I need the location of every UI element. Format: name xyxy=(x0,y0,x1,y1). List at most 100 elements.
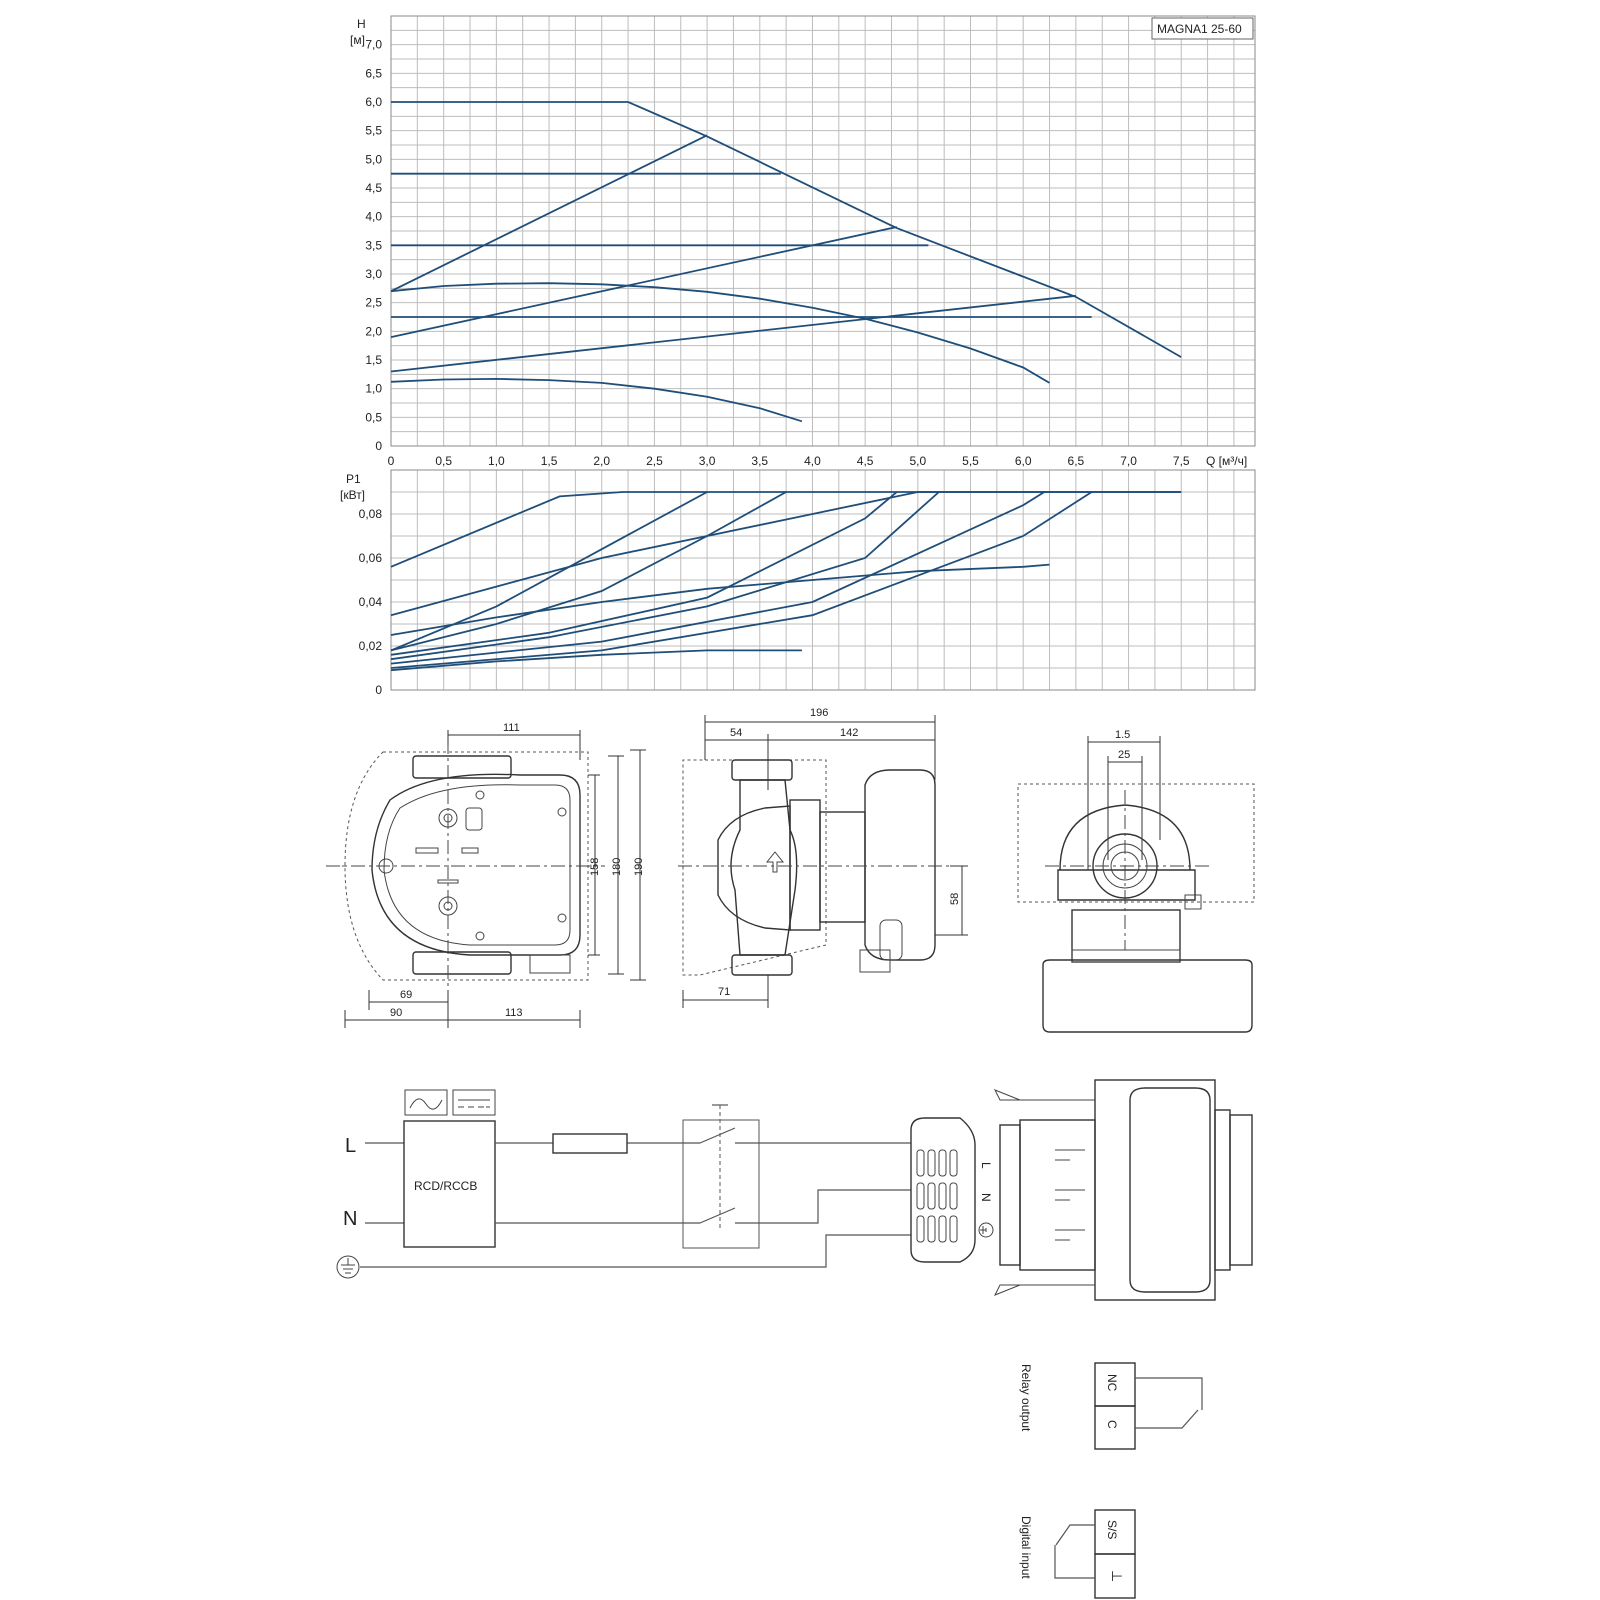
curve-8 xyxy=(390,491,1093,669)
relay-output: Relay output NC C xyxy=(1019,1362,1203,1450)
curve-9 xyxy=(390,377,803,423)
front-dim-69: 69 xyxy=(400,989,412,1001)
head-chart-frame xyxy=(390,15,1256,447)
y-tick-label: 4,0 xyxy=(365,210,382,224)
x-tick-label: 7,0 xyxy=(1120,454,1137,468)
head-axis-label: H xyxy=(357,17,366,31)
plug-grip xyxy=(916,1149,958,1243)
x-tick-label: 0 xyxy=(388,454,395,468)
y-tick-label: 0,08 xyxy=(359,507,383,521)
end-dim-outer: 1.5 xyxy=(1115,729,1130,741)
front-dim-180: 180 xyxy=(611,858,623,876)
head-chart-grid xyxy=(390,15,1255,447)
head-chart-y-ticks: 00,51,01,52,02,53,03,54,04,55,05,56,06,5… xyxy=(365,38,382,453)
pump-side-view: 196 54 142 71 58 xyxy=(678,707,968,1008)
y-tick-label: 2,0 xyxy=(365,324,382,338)
x-tick-label: 4,5 xyxy=(857,454,874,468)
x-tick-label: 5,0 xyxy=(909,454,926,468)
plug-l-label: L xyxy=(979,1162,993,1169)
relay-nc-label: NC xyxy=(1105,1374,1119,1392)
curve-5 xyxy=(390,491,898,656)
model-label-box xyxy=(1151,17,1254,40)
y-tick-label: 1,0 xyxy=(365,382,382,396)
x-tick-label: 0,5 xyxy=(435,454,452,468)
curve-7 xyxy=(390,294,1076,373)
digital-input: Digital input S/S ⊥ xyxy=(1019,1509,1136,1599)
front-dim-190: 190 xyxy=(633,858,645,876)
digital-gnd-label: ⊥ xyxy=(1109,1570,1125,1582)
power-axis-unit: [кВт] xyxy=(340,488,365,502)
curve-5 xyxy=(390,134,708,293)
x-tick-label: 3,5 xyxy=(751,454,768,468)
side-dim-total: 196 xyxy=(810,707,828,719)
x-tick-label: 5,5 xyxy=(962,454,979,468)
line-terminal-label: L xyxy=(345,1135,356,1157)
rcd-label: RCD/RCCB xyxy=(414,1179,477,1193)
x-tick-label: 6,5 xyxy=(1068,454,1085,468)
side-dim-left: 54 xyxy=(730,727,742,739)
flow-axis-label: Q [м³/ч] xyxy=(1206,454,1247,468)
y-tick-label: 0,06 xyxy=(359,551,383,565)
front-dim-113: 113 xyxy=(505,1007,523,1019)
plug-ground-icon xyxy=(978,1222,994,1238)
curve-10 xyxy=(390,649,802,672)
y-tick-label: 4,5 xyxy=(365,181,382,195)
head-flow-chart: 0 0,5 1,0 1,5 2,0 2,5 3,0 3,5 4,0 4,5 5,0 5,5 6,0 6,5… xyxy=(350,15,1256,468)
relay-output-title: Relay output xyxy=(1019,1364,1033,1432)
x-tick-label: 7,5 xyxy=(1173,454,1190,468)
x-tick-label: 3,0 xyxy=(699,454,716,468)
curve-6 xyxy=(390,226,897,338)
head-axis-unit: [м] xyxy=(350,33,365,47)
pump-front-view: 111 158 180 190 69 90 113 xyxy=(326,722,646,1028)
curve-8 xyxy=(390,282,1050,384)
curve-1 xyxy=(391,101,1182,358)
x-tick-label: 6,0 xyxy=(1015,454,1032,468)
end-dim-inner: 25 xyxy=(1118,749,1130,761)
y-tick-label: 1,5 xyxy=(365,353,382,367)
side-dim-bottom: 71 xyxy=(718,986,730,998)
ac-symbol-icon xyxy=(404,1089,448,1116)
neutral-terminal-label: N xyxy=(343,1208,357,1230)
digital-input-title: Digital input xyxy=(1019,1516,1033,1579)
front-dim-158: 158 xyxy=(589,858,601,876)
curve-1 xyxy=(390,491,1182,568)
side-dim-height: 58 xyxy=(949,893,961,905)
y-tick-label: 0,04 xyxy=(359,595,383,609)
y-tick-label: 6,5 xyxy=(365,66,382,80)
plug-n-label: N xyxy=(979,1193,993,1202)
front-dim-90: 90 xyxy=(390,1007,402,1019)
digital-ss-label: S/S xyxy=(1105,1520,1119,1539)
head-chart-curves xyxy=(390,101,1182,423)
y-tick-label: 7,0 xyxy=(365,38,382,52)
curve-9 xyxy=(390,563,1050,636)
y-tick-label: 5,5 xyxy=(365,124,382,138)
power-chart-y-ticks: 0 0,02 0,04 0,06 0,08 xyxy=(359,507,383,697)
rcd-box xyxy=(403,1120,496,1248)
wiring-diagram: L N RCD/RCCB xyxy=(336,1079,1253,1301)
fuse-symbol xyxy=(552,1133,628,1154)
x-tick-label: 1,5 xyxy=(541,454,558,468)
curve-6 xyxy=(390,491,940,661)
y-tick-label: 0,5 xyxy=(365,410,382,424)
y-tick-label: 3,0 xyxy=(365,267,382,281)
curve-2 xyxy=(390,491,1182,617)
dc-symbol-icon xyxy=(452,1089,496,1116)
y-tick-label: 0 xyxy=(375,683,382,697)
y-tick-label: 5,0 xyxy=(365,152,382,166)
power-axis-label: P1 xyxy=(346,472,361,486)
x-tick-label: 2,0 xyxy=(593,454,610,468)
curve-7 xyxy=(390,491,1045,665)
y-tick-label: 0,02 xyxy=(359,639,383,653)
x-tick-label: 1,0 xyxy=(488,454,505,468)
pump-end-view: 1.5 25 xyxy=(1017,729,1255,1033)
power-chart-frame xyxy=(390,469,1256,691)
y-tick-label: 2,5 xyxy=(365,296,382,310)
y-tick-label: 0 xyxy=(375,439,382,453)
x-tick-label: 4,0 xyxy=(804,454,821,468)
ground-symbol-icon xyxy=(336,1255,360,1279)
power-chart-curves xyxy=(390,491,1182,672)
curve-4 xyxy=(390,491,787,652)
curve-3 xyxy=(390,491,708,652)
